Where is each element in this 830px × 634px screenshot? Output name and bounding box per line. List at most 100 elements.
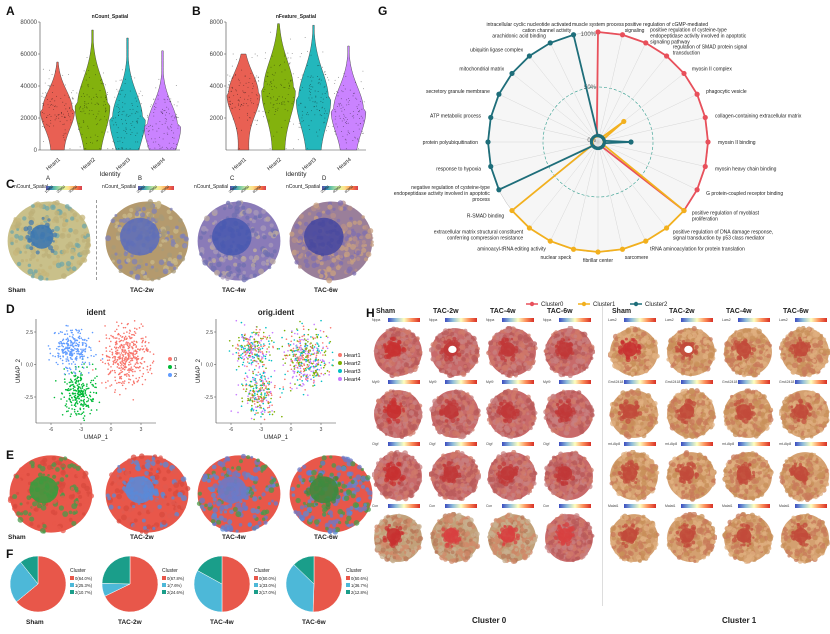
data-point: [349, 113, 351, 114]
radar-point: [570, 246, 577, 252]
umap-point: [69, 356, 72, 359]
umap-point: [261, 356, 263, 358]
umap-point: [317, 363, 320, 365]
tissue-spot: [319, 261, 324, 266]
umap-point: [281, 392, 283, 394]
data-point: [281, 84, 283, 86]
umap-point: [67, 338, 69, 341]
tissue-spot: [257, 215, 261, 219]
data-point: [360, 81, 362, 83]
umap-point: [299, 361, 301, 364]
tissue-spot: [232, 506, 238, 512]
tissue-spot: [218, 515, 224, 521]
radar-term-line: conferring compression resistance: [447, 235, 523, 241]
umap-point: [309, 374, 311, 376]
umap-point: [114, 343, 117, 346]
umap-point: [147, 341, 150, 344]
legend-label: 1(36.7%): [351, 583, 369, 588]
x-tick-label: Heart3: [115, 157, 132, 172]
violin-shape: [226, 53, 261, 151]
data-point: [309, 90, 311, 92]
umap-point: [291, 376, 294, 379]
umap-point: [133, 365, 136, 367]
tissue-spot: [238, 522, 243, 527]
radar-spoke: [597, 141, 667, 229]
data-point: [125, 128, 127, 130]
tissue-spot: [216, 495, 220, 499]
tissue-spot: [219, 494, 224, 499]
umap-point: [295, 344, 298, 347]
data-point: [176, 116, 178, 118]
tissue-spot: [325, 209, 331, 215]
umap-point: [299, 340, 302, 342]
data-point: [345, 122, 347, 124]
data-point: [55, 117, 57, 119]
condition-label: TAC-4w: [222, 287, 246, 294]
umap-point: [53, 332, 56, 335]
umap-point: [129, 343, 131, 346]
tissue-spot: [173, 228, 179, 234]
tissue-spot: [227, 496, 231, 500]
data-point: [359, 100, 361, 102]
umap-point: [266, 392, 269, 395]
umap-point: [302, 382, 304, 385]
data-point: [267, 96, 269, 97]
tissue-spot: [297, 264, 302, 269]
data-point: [98, 103, 100, 105]
umap-point: [139, 369, 141, 372]
tissue-spot: [121, 498, 125, 502]
data-point: [87, 127, 89, 129]
umap-point: [70, 401, 73, 404]
umap-point: [304, 342, 307, 345]
tissue-spot: [122, 467, 126, 471]
umap-point: [54, 380, 57, 382]
data-point: [277, 109, 279, 111]
umap-point: [120, 369, 122, 372]
data-point: [63, 133, 65, 135]
data-point: [351, 115, 353, 117]
tissue-spot: [215, 237, 219, 241]
umap-point: [243, 365, 246, 367]
data-point: [362, 132, 364, 134]
x-tick-label: 0: [290, 427, 293, 433]
umap-point: [298, 351, 301, 353]
data-point: [43, 141, 44, 143]
radar-term-label: aminoacyl-tRNA editing activity: [477, 246, 546, 252]
data-point: [337, 126, 338, 128]
tissue-spot: [351, 228, 355, 232]
data-point: [49, 69, 50, 71]
data-point: [148, 129, 150, 131]
umap-point: [253, 356, 256, 359]
umap-point: [130, 346, 133, 348]
tissue-spot: [268, 487, 275, 493]
radar-point: [595, 249, 601, 255]
tissue-spot: [246, 236, 251, 240]
umap-point: [68, 350, 70, 352]
data-point: [353, 131, 355, 133]
tissue-spot: [33, 482, 38, 487]
legend-label: 1(33.0%): [259, 583, 277, 588]
umap-point: [76, 395, 79, 398]
tissue-spot: [350, 461, 356, 467]
umap-point: [141, 383, 144, 386]
tissue-spot: [290, 486, 296, 492]
umap-point: [134, 363, 137, 365]
umap-point: [94, 382, 97, 385]
data-point: [97, 103, 99, 105]
tissue-spot: [60, 497, 64, 502]
condition-header: TAC-2w: [433, 308, 459, 315]
umap-point: [105, 334, 108, 336]
umap-point: [120, 322, 123, 325]
tissue-spot: [159, 216, 165, 222]
umap-point: [296, 328, 298, 330]
data-point: [166, 118, 167, 120]
tissue-spot: [157, 498, 163, 505]
data-point: [42, 120, 44, 122]
tissue-spot: [240, 493, 246, 499]
data-point: [167, 126, 168, 128]
tissue-spot: [242, 270, 247, 275]
tissue-spot: [50, 509, 56, 515]
data-point: [354, 136, 356, 138]
tissue-section: [289, 455, 373, 535]
radar-term-label: arachidonic acid binding: [492, 34, 546, 40]
